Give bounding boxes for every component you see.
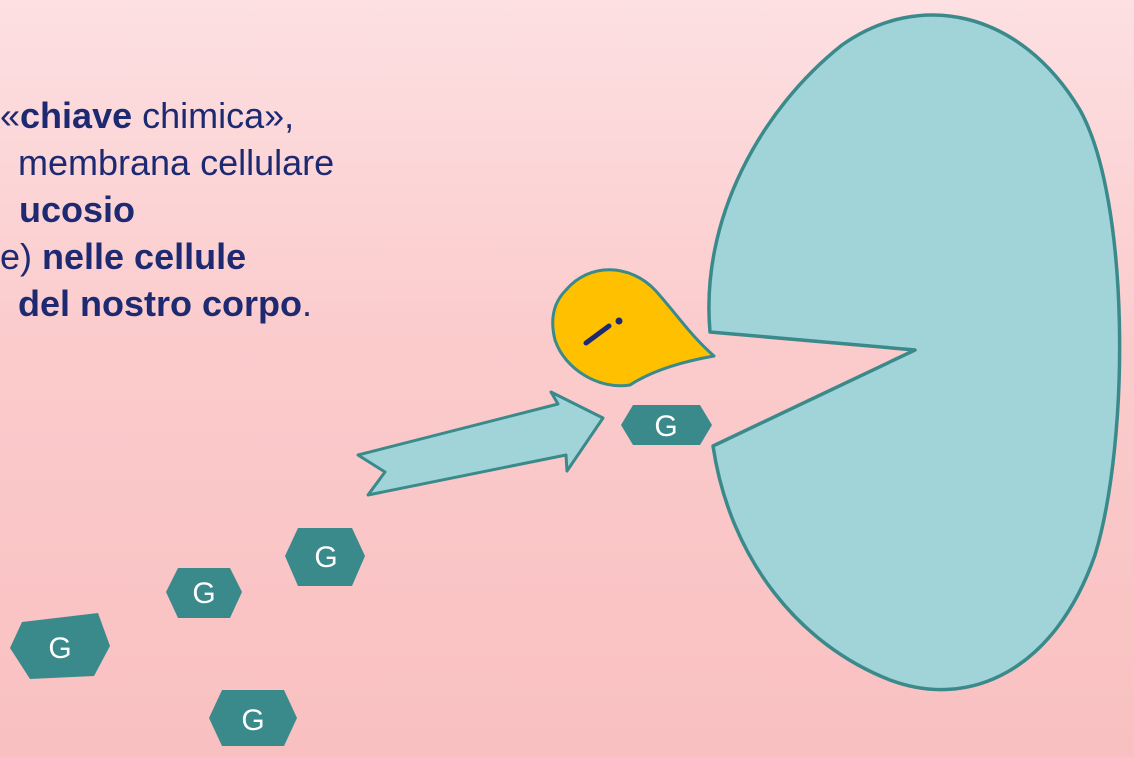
explanation-text: «chiave chimica», membrana cellulare uco… xyxy=(0,92,334,327)
cell-icon xyxy=(707,13,1122,692)
glucose-hexagon-icon: G xyxy=(209,690,297,746)
text-line-4: e) nelle cellule xyxy=(0,233,334,280)
glucose-hexagon-icon: G xyxy=(621,405,712,445)
glucose-label: G xyxy=(192,577,215,610)
text-line-1-bold: chiave xyxy=(20,95,133,136)
glucose-label: G xyxy=(654,410,677,443)
text-line-1: «chiave chimica», xyxy=(0,92,334,139)
text-line-3-bold: ucosio xyxy=(19,189,136,230)
glucose-hexagon-icon: G xyxy=(166,568,242,618)
glucose-label: G xyxy=(314,541,337,574)
text-line-2-text: membrana cellulare xyxy=(18,142,335,183)
text-line-2: membrana cellulare xyxy=(0,139,334,186)
text-line-3: ucosio xyxy=(0,186,334,233)
insulin-key-icon xyxy=(551,268,716,388)
glucose-hexagon-icon: G xyxy=(10,613,110,679)
glucose-label: G xyxy=(241,704,264,737)
text-line-5-bold: del nostro corpo xyxy=(18,283,303,324)
text-line-1-rest: chimica», xyxy=(132,95,295,136)
arrow-shape xyxy=(356,390,605,497)
text-line-1-prefix: « xyxy=(0,95,21,136)
text-line-5-end: . xyxy=(302,283,313,324)
text-line-4-prefix: e) xyxy=(0,236,33,277)
glucose-hexagon-icon: G xyxy=(285,528,365,586)
glucose-label: G xyxy=(48,632,71,665)
text-line-5: del nostro corpo. xyxy=(0,280,334,327)
text-line-4-bold: nelle cellule xyxy=(32,236,247,277)
